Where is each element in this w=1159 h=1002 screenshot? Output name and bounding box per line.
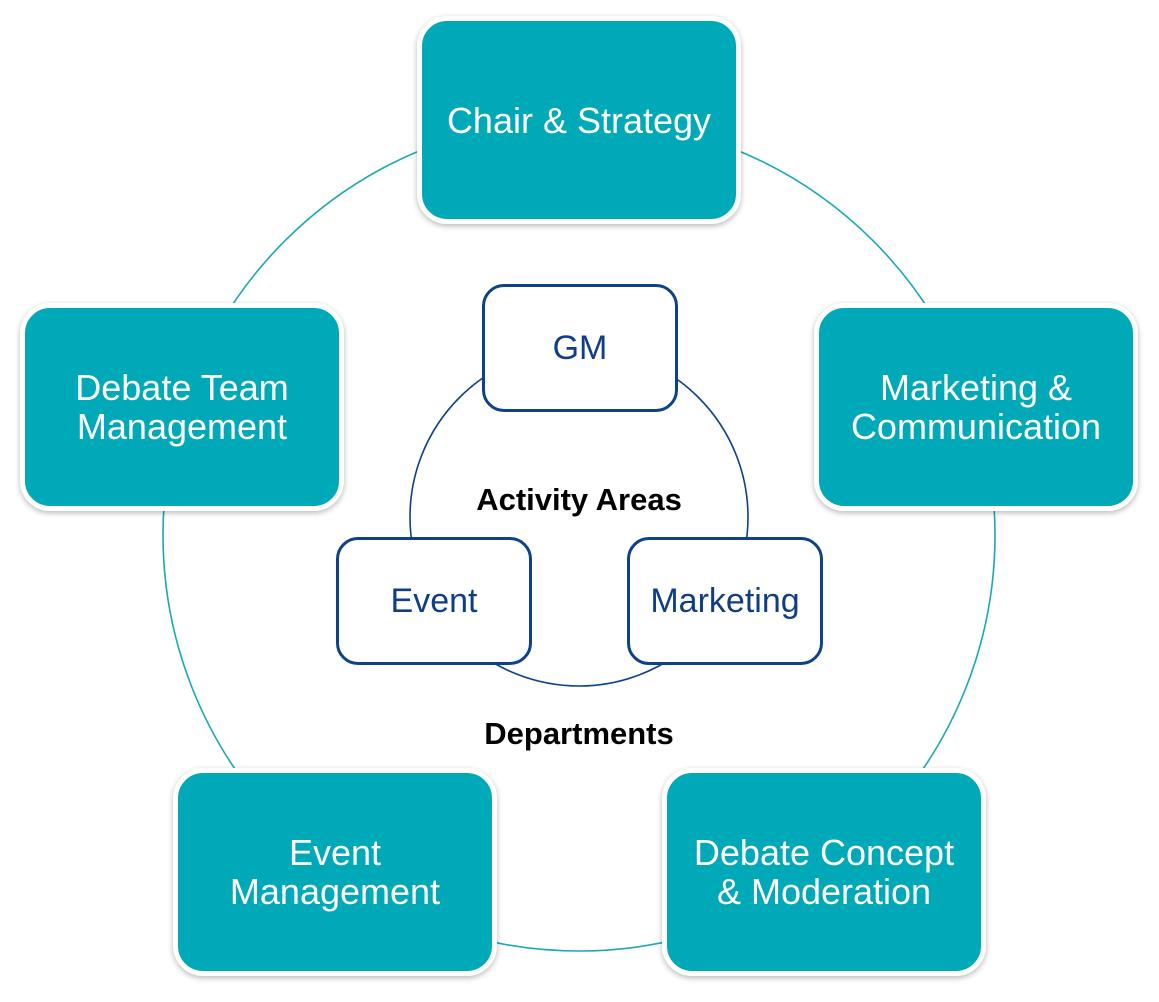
department-event-management[interactable]: Event Management [173, 768, 497, 976]
departments-label: Departments [484, 716, 674, 751]
department-marketing-communication[interactable]: Marketing & Communication [814, 303, 1138, 511]
department-debate-concept-moderation[interactable]: Debate Concept & Moderation [662, 768, 986, 976]
department-debate-team-management[interactable]: Debate Team Management [20, 303, 344, 511]
activity-area-marketing[interactable]: Marketing [627, 537, 823, 665]
activity-area-event[interactable]: Event [336, 537, 532, 665]
department-chair-strategy[interactable]: Chair & Strategy [417, 16, 741, 224]
activity-area-gm[interactable]: GM [482, 284, 678, 412]
activity-areas-label: Activity Areas [476, 482, 682, 517]
